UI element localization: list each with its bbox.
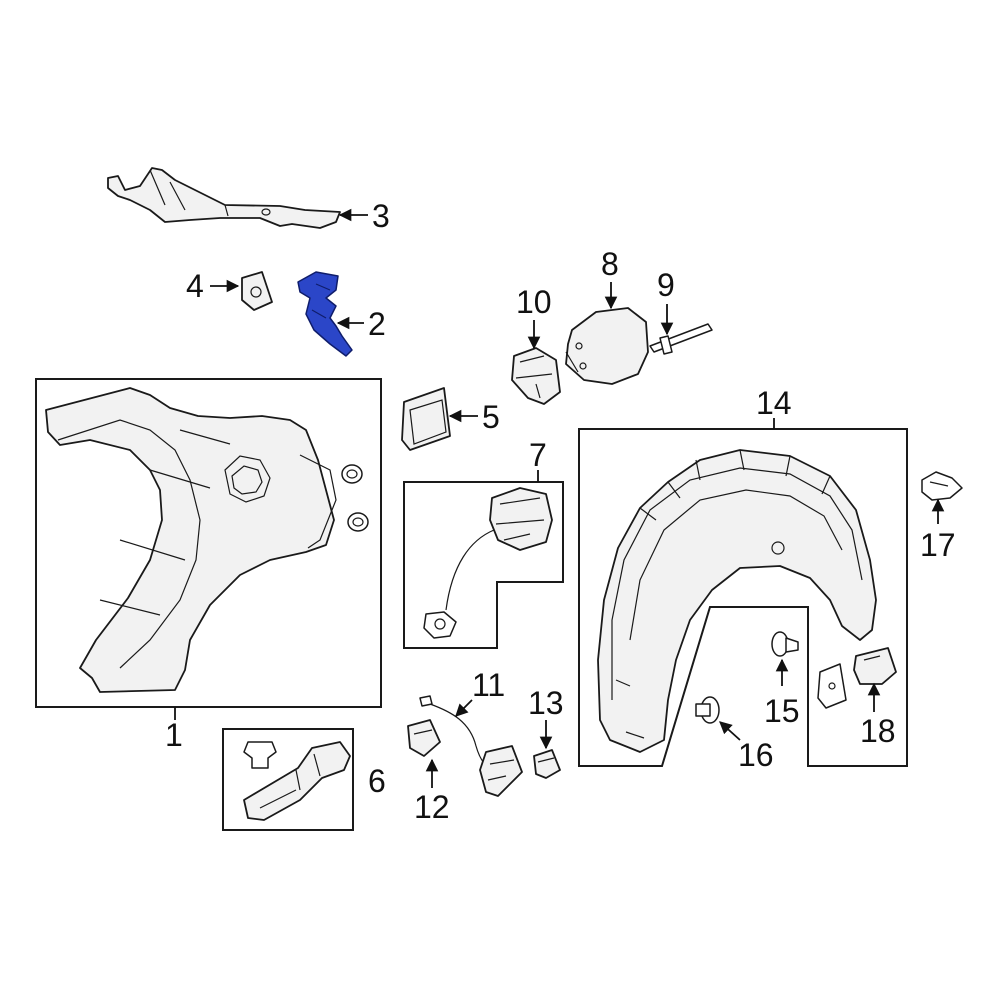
part-10-housing[interactable]	[511, 347, 561, 405]
part-18-bracket-right[interactable]	[853, 647, 897, 685]
part-6-clip[interactable]	[243, 741, 277, 769]
callout-17[interactable]: 17	[920, 527, 956, 563]
part-6-bracket[interactable]	[243, 741, 351, 821]
part-2-bracket-highlighted[interactable]	[297, 271, 353, 357]
callout-2[interactable]: 2	[368, 306, 386, 342]
callout-16[interactable]: 16	[738, 737, 774, 773]
group-box-6	[222, 728, 354, 831]
part-1-grommet-upper[interactable]	[341, 464, 363, 484]
callout-18[interactable]: 18	[860, 713, 896, 749]
callout-4[interactable]: 4	[186, 268, 204, 304]
callout-12[interactable]: 12	[414, 789, 450, 825]
part-7-actuator[interactable]	[423, 487, 553, 639]
callout-6[interactable]: 6	[368, 763, 386, 799]
part-1-grommet-lower[interactable]	[347, 512, 369, 532]
part-11-wiring-harness[interactable]	[419, 695, 523, 797]
leader-16	[719, 721, 741, 741]
part-17-retainer[interactable]	[921, 471, 963, 501]
callout-8[interactable]: 8	[601, 246, 619, 282]
callout-15[interactable]: 15	[764, 693, 800, 729]
group-box-7	[403, 481, 564, 649]
callout-14[interactable]: 14	[756, 385, 792, 421]
callout-1[interactable]: 1	[165, 717, 183, 753]
callout-13[interactable]: 13	[528, 685, 564, 721]
callout-7[interactable]: 7	[529, 437, 547, 473]
part-5-module[interactable]	[401, 387, 451, 451]
part-15-push-clip[interactable]	[771, 631, 799, 657]
part-14-wheel-liner[interactable]	[597, 449, 877, 753]
group-box-14	[578, 428, 908, 767]
part-9-rivet[interactable]	[649, 323, 713, 355]
callout-9[interactable]: 9	[657, 267, 675, 303]
part-3-rail-bracket[interactable]	[107, 167, 341, 229]
part-12-connector[interactable]	[407, 719, 441, 757]
callout-10[interactable]: 10	[516, 284, 552, 320]
leader-11	[455, 699, 473, 717]
callout-11[interactable]: 11	[472, 667, 505, 703]
part-13-connector[interactable]	[533, 749, 561, 779]
callout-5[interactable]: 5	[482, 399, 500, 435]
group-box-1	[35, 378, 382, 708]
part-8-fuel-door[interactable]	[565, 307, 649, 385]
part-4-plate[interactable]	[241, 271, 273, 311]
part-16-push-clip[interactable]	[695, 696, 720, 724]
callout-3[interactable]: 3	[372, 198, 390, 234]
part-1-quarter-panel[interactable]	[45, 387, 337, 693]
part-18-bracket-left[interactable]	[817, 663, 847, 709]
